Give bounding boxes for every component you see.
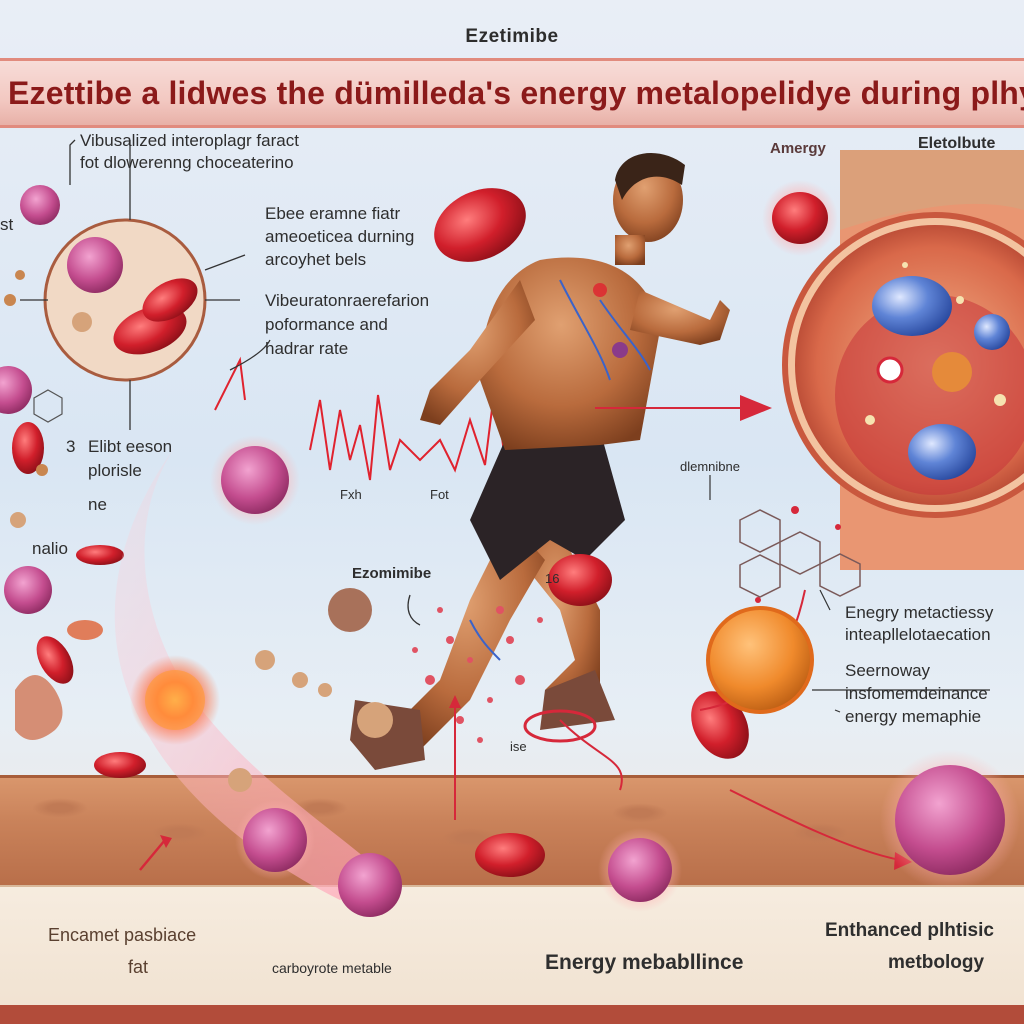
label-right-1: Enegry metactiessy	[845, 603, 994, 622]
bottom-strip	[0, 1005, 1024, 1024]
label-left-num: 3	[66, 437, 76, 456]
red-blood-cells	[228, 180, 838, 877]
label-bottom-1b: fat	[128, 957, 149, 977]
label-center: Ezomimibe	[352, 565, 432, 582]
runner-figure	[350, 153, 730, 770]
label-bottom-2: carboyrote metable	[272, 960, 392, 976]
label-tl-2: fot dlowerenng choceaterino	[80, 153, 294, 172]
label-bottom-3: Energy mebabllince	[545, 951, 744, 974]
label-left-4: nalio	[32, 539, 68, 558]
label-bottom-4a: Enthanced plhtisic	[825, 920, 994, 941]
label-left-2: plorisle	[88, 461, 142, 480]
bottom-pink-cells	[598, 750, 1020, 912]
ecg-line	[214, 356, 521, 481]
fat-cell	[706, 606, 990, 714]
label-foot: ise	[510, 739, 527, 754]
label-left-3: ne	[88, 495, 107, 514]
magnified-tissue	[782, 150, 1024, 570]
particles	[412, 606, 543, 743]
label-top-right-2: Eletolbute	[918, 135, 996, 152]
label-mid-right: dlemnibne	[680, 459, 740, 474]
label-right-5: energy memaphie	[845, 707, 982, 726]
page-title: Ezetimibe	[465, 26, 559, 47]
label-tl-1: Vibusalized interoplagr faract	[80, 131, 299, 150]
label-top-right-1: Amergy	[770, 140, 826, 157]
label-right-2: inteapllelotaecation	[845, 625, 991, 644]
label-ml-5: poformance and	[265, 315, 388, 334]
label-bottom-1a: Encamet pasbiace	[48, 925, 197, 945]
label-left-1: Elibt eeson	[88, 437, 173, 456]
molecule-structure	[709, 475, 861, 611]
label-ml-1: Ebee eramne fiatr	[265, 204, 401, 223]
foot-ring	[523, 709, 597, 743]
topleft-magnifier	[20, 139, 246, 430]
label-ml-6: hadrar rate	[265, 339, 349, 358]
label-center-num: 16	[545, 571, 560, 586]
label-ecg-1: Fxh	[340, 487, 362, 502]
cell-trail	[114, 435, 402, 917]
label-right-3: Seernoway	[845, 661, 931, 680]
bottom-label-band	[0, 885, 1024, 1012]
label-right-4: insfomemdeinance	[845, 684, 988, 703]
label-ml-2: ameoeticea durning	[265, 227, 415, 246]
title-banner: Ezettibe a lidwes the dümilleda's energy…	[0, 58, 1024, 128]
label-ml-4: Vibeuratonraerefarion	[265, 291, 430, 310]
banner-title: Ezettibe a lidwes the dümilleda's energy…	[8, 75, 1024, 111]
label-ecg-2: Fot	[430, 487, 449, 502]
label-tl-st: st	[0, 215, 14, 234]
left-cells	[0, 185, 146, 778]
label-bottom-4b: metbology	[888, 952, 985, 973]
label-ml-3: arcoyhet bels	[265, 250, 367, 269]
